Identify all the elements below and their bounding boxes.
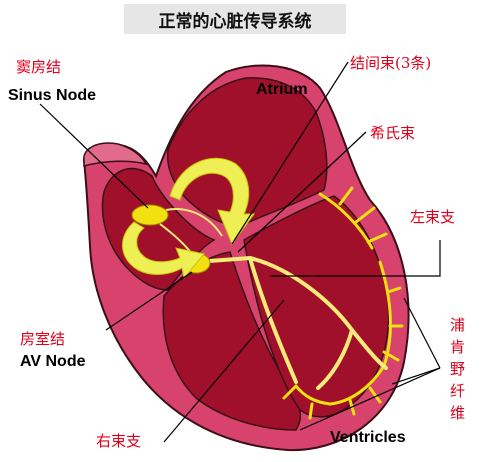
label-sinus-node-en: Sinus Node	[8, 87, 96, 104]
page-title: 正常的心脏传导系统	[124, 4, 346, 34]
label-internodal-cn: 结间束(3条)	[350, 54, 431, 72]
label-purkinje-cn: 浦 肯 野 纤 维	[450, 316, 465, 422]
label-atrium-en: Atrium	[256, 81, 308, 98]
label-purkinje-5: 维	[450, 404, 465, 422]
label-purkinje-3: 野	[450, 360, 465, 378]
sinus-node	[131, 204, 169, 226]
label-ventricles-en: Ventricles	[330, 429, 406, 446]
left-atrium-chamber	[166, 77, 328, 227]
label-sinus-node-cn: 窦房结	[16, 58, 61, 76]
vessel-stub	[83, 142, 148, 167]
label-purkinje-2: 肯	[450, 338, 465, 356]
label-av-node-en: AV Node	[20, 353, 86, 370]
impulse-arrows	[122, 157, 255, 280]
label-left-bundle-cn: 左束支	[410, 208, 455, 226]
label-purkinje-1: 浦	[450, 316, 465, 334]
leader-lines	[39, 61, 441, 443]
bundle-branches	[194, 256, 388, 390]
label-av-node-cn: 房室结	[20, 330, 65, 348]
label-his-bundle-cn: 希氏束	[370, 124, 415, 142]
label-right-bundle-cn: 右束支	[96, 432, 141, 450]
label-purkinje-4: 纤	[450, 382, 465, 400]
